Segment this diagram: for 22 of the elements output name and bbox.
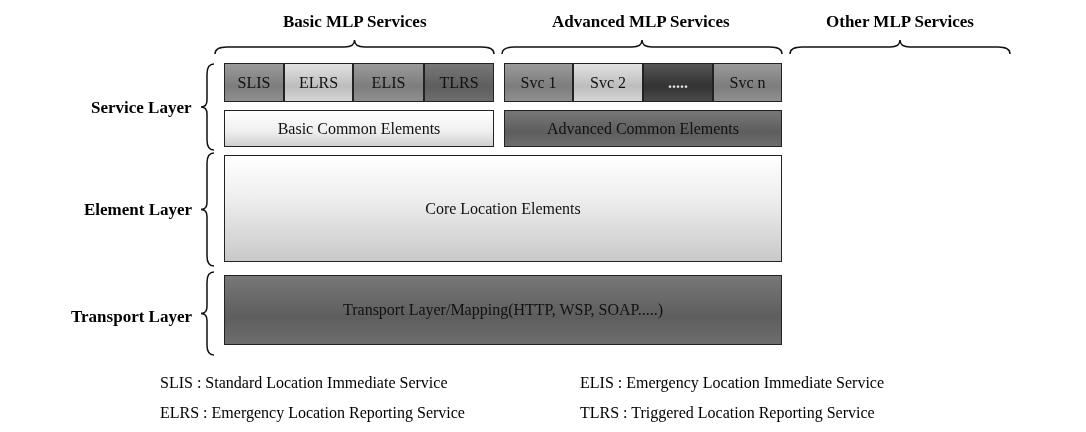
layer-label: Transport Layer [71, 307, 193, 327]
service-box: ELRS [284, 63, 353, 102]
abbreviation-note: SLIS : Standard Location Immediate Service [160, 374, 448, 392]
transport-layer-box: Transport Layer/Mapping(HTTP, WSP, SOAP.....) [224, 275, 782, 345]
service-box: Svc 1 [504, 63, 573, 102]
abbreviation-note: TLRS : Triggered Location Reporting Service [580, 404, 875, 422]
service-box: Svc 2 [573, 63, 643, 102]
layer-label: Service Layer [91, 98, 192, 118]
common-elements-box: Basic Common Elements [224, 110, 494, 147]
group-heading: Basic MLP Services [283, 12, 427, 32]
abbreviation-note: ELRS : Emergency Location Reporting Service [160, 404, 465, 422]
abbreviation-note: ELIS : Emergency Location Immediate Service [580, 374, 885, 392]
group-heading: Advanced MLP Services [552, 12, 730, 32]
common-elements-box: Advanced Common Elements [504, 110, 782, 147]
service-box: Svc n [713, 63, 782, 102]
service-box: SLIS [224, 63, 284, 102]
service-box: TLRS [424, 63, 494, 102]
group-heading: Other MLP Services [826, 12, 974, 32]
layer-label: Element Layer [84, 200, 193, 220]
service-box: ..... [643, 63, 713, 102]
service-box: ELIS [353, 63, 424, 102]
element-layer-box: Core Location Elements [224, 155, 782, 262]
